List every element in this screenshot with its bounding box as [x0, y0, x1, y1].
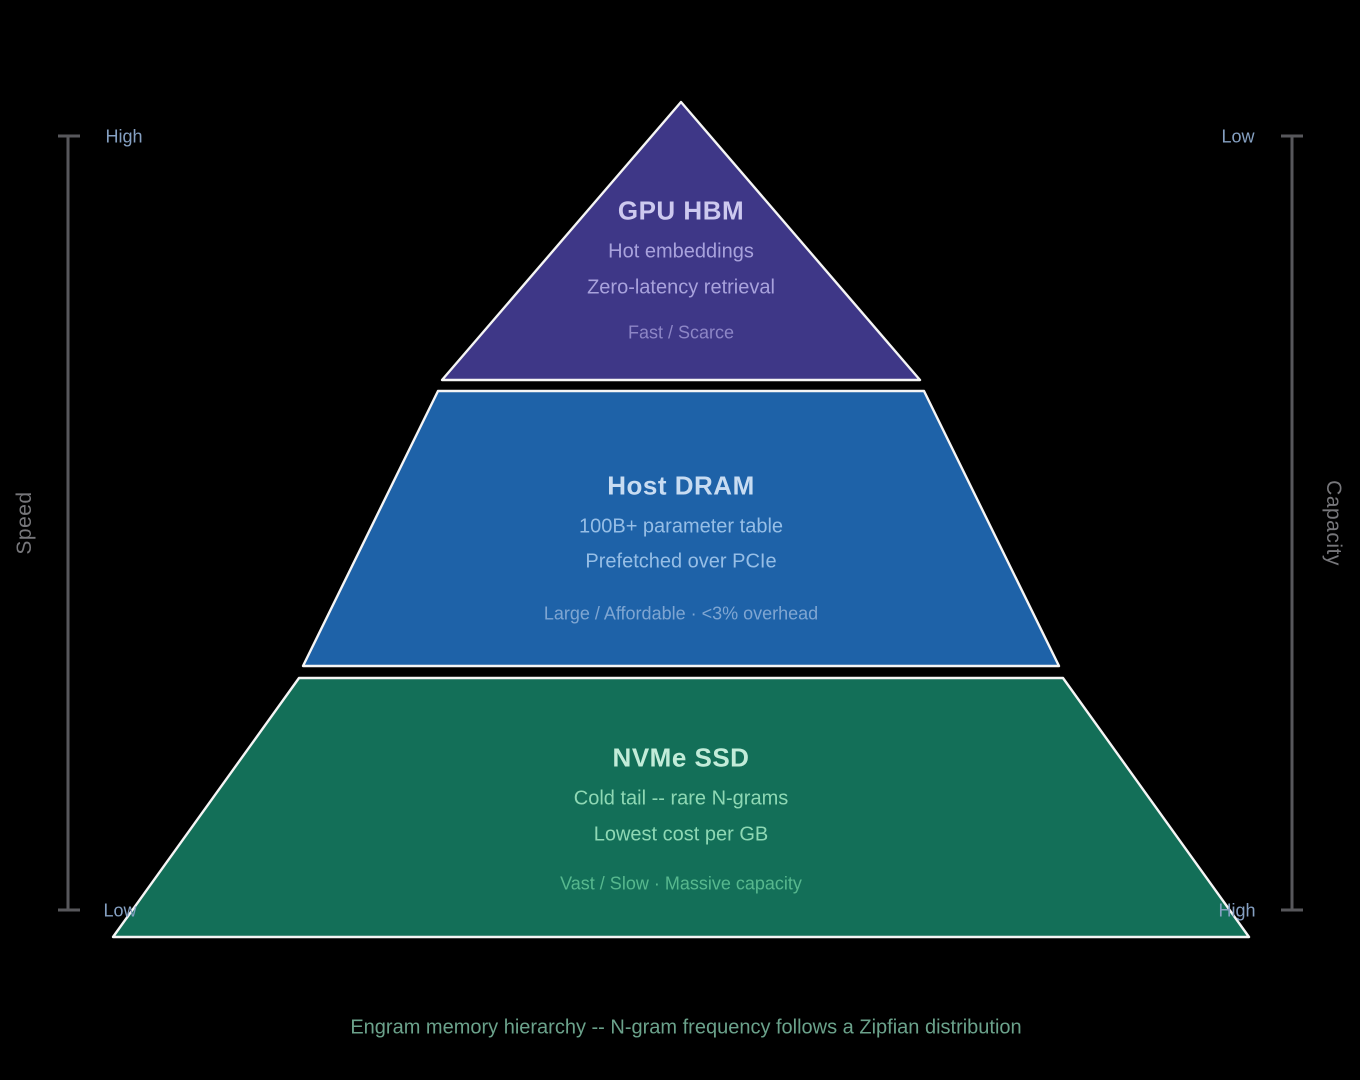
tier-gpu-hbm-shape	[440, 100, 922, 382]
capacity-axis-title: Capacity	[1322, 480, 1345, 566]
tier-gpu-hbm-title: GPU HBM	[617, 195, 745, 226]
tier-nvme-ssd-shape	[111, 676, 1251, 939]
capacity-axis-high-label: High	[1218, 900, 1256, 921]
speed-axis-title: Speed	[13, 491, 36, 555]
tier-gpu-hbm-line1: Hot embeddings	[608, 240, 754, 263]
tier-gpu-hbm-stat: Fast / Scarce	[627, 322, 735, 343]
speed-axis	[58, 134, 80, 912]
tier-gpu-hbm-line2: Zero-latency retrieval	[587, 276, 775, 299]
speed-axis-high-label: High	[105, 126, 143, 147]
figure-caption: Engram memory hierarchy -- N-gram freque…	[350, 1016, 1022, 1039]
speed-axis-low-label: Low	[103, 900, 137, 921]
capacity-axis	[1281, 134, 1303, 912]
capacity-axis-low-label: Low	[1221, 126, 1255, 147]
tier-host-dram-title: Host DRAM	[607, 470, 755, 501]
tier-host-dram-line1: 100B+ parameter table	[578, 515, 784, 538]
tier-nvme-ssd-stat: Vast / Slow · Massive capacity	[560, 873, 802, 894]
tier-host-dram-line2: Prefetched over PCIe	[585, 550, 777, 573]
tier-host-dram-stat: Large / Affordable · <3% overhead	[543, 603, 819, 624]
tier-host-dram-shape	[301, 389, 1061, 668]
tier-nvme-ssd-line2: Lowest cost per GB	[593, 823, 769, 846]
tier-nvme-ssd-title: NVMe SSD	[612, 742, 750, 773]
tier-nvme-ssd-line1: Cold tail -- rare N-grams	[573, 787, 789, 810]
